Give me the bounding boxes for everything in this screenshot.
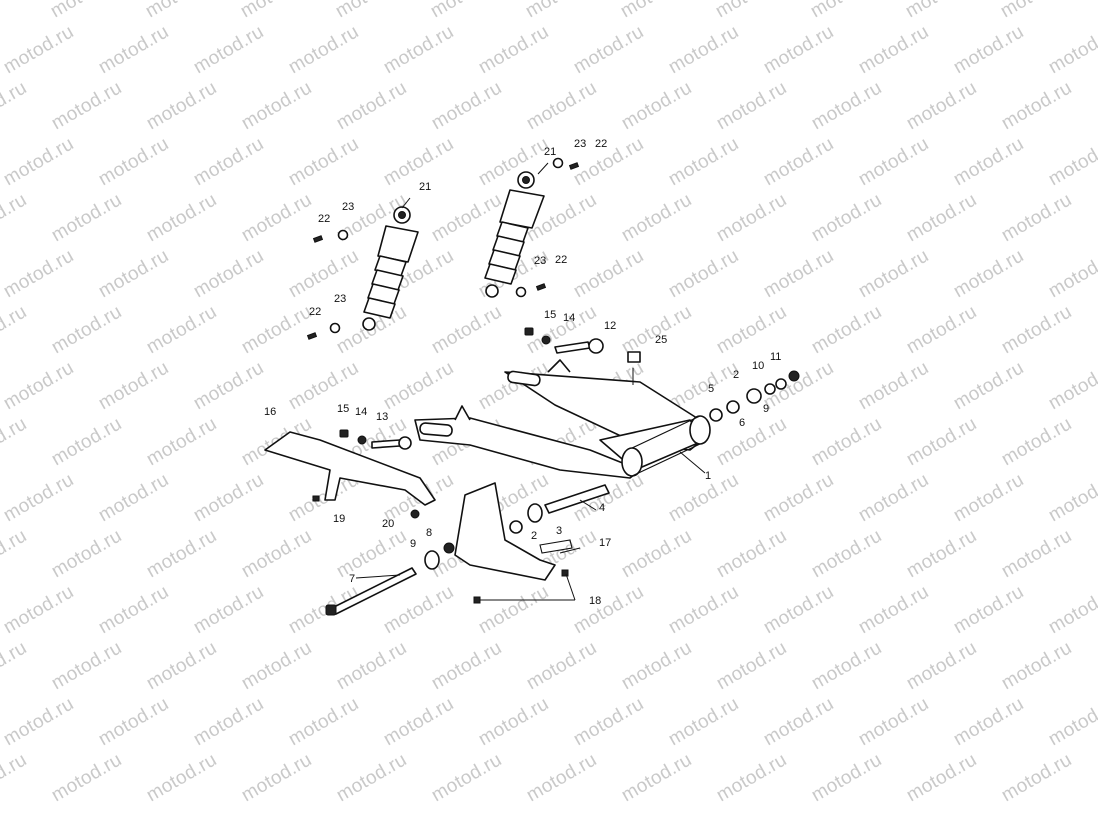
callout-23: 23	[574, 138, 586, 150]
shock-fasteners	[306, 157, 580, 340]
callout-10: 10	[752, 360, 764, 372]
callout-23: 23	[342, 201, 354, 213]
leader-lines	[355, 162, 706, 601]
callout-21: 21	[419, 181, 431, 193]
callout-3: 3	[556, 525, 562, 537]
callout-23: 23	[534, 255, 546, 267]
bushings-spacers	[424, 370, 800, 570]
callout-5: 5	[708, 383, 714, 395]
callout-11: 11	[770, 351, 781, 363]
callout-1: 1	[705, 470, 711, 482]
callout-18: 18	[589, 595, 601, 607]
callout-6: 6	[739, 417, 745, 429]
callout-20: 20	[382, 518, 394, 530]
callout-8: 8	[426, 527, 432, 539]
callout-2: 2	[733, 369, 739, 381]
callout-22: 22	[318, 213, 330, 225]
callout-22: 22	[555, 254, 567, 266]
callout-19: 19	[333, 513, 345, 525]
callout-25: 25	[655, 334, 667, 346]
callout-7: 7	[349, 573, 355, 585]
callout-22: 22	[309, 306, 321, 318]
callout-17: 17	[599, 537, 611, 549]
callout-4: 4	[599, 502, 605, 514]
misc-bolts	[312, 327, 641, 604]
swingarm	[414, 359, 711, 479]
swingarm-spindle	[325, 567, 417, 616]
callout-14: 14	[563, 312, 575, 324]
callout-15: 15	[544, 309, 556, 321]
callout-2: 2	[531, 530, 537, 542]
callout-12: 12	[604, 320, 616, 332]
callout-15: 15	[337, 403, 349, 415]
callout-22: 22	[595, 138, 607, 150]
shock-absorber-left	[362, 206, 419, 331]
callout-23: 23	[334, 293, 346, 305]
callout-14: 14	[355, 406, 367, 418]
callout-9: 9	[410, 538, 416, 550]
chain-guard	[264, 431, 436, 506]
callout-9: 9	[763, 403, 769, 415]
callout-16: 16	[264, 406, 276, 418]
callout-13: 13	[376, 411, 388, 423]
lower-guard	[454, 482, 573, 581]
shock-absorber-right	[484, 171, 545, 298]
callout-labels: 21 22 23 22 23 21 23 22 23 22 15 14 12 2…	[264, 138, 781, 607]
callout-21: 21	[544, 146, 556, 158]
